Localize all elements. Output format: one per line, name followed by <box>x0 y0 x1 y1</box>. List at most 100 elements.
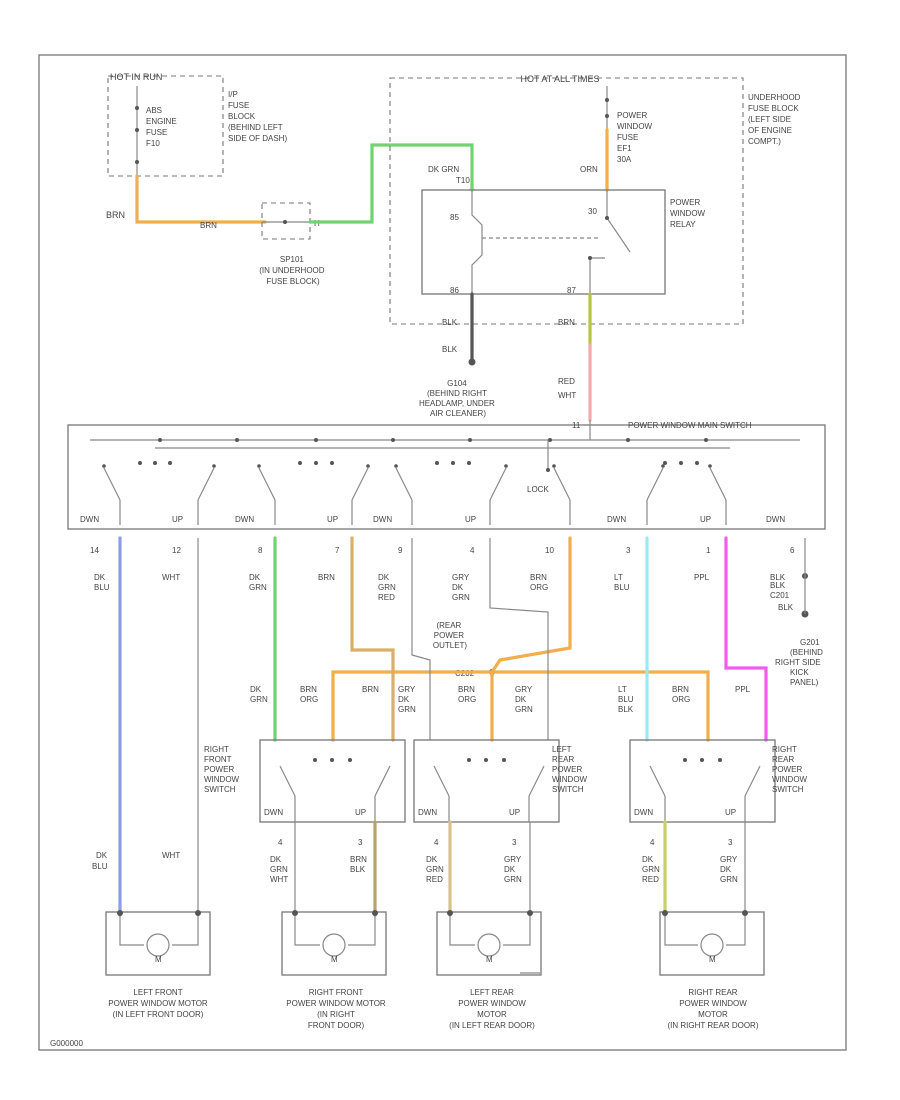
bus-dot <box>626 438 630 442</box>
wire-label-orn: ORN <box>580 165 598 174</box>
ground-label-blk: BLK <box>442 345 458 354</box>
switch-position-label: UP <box>327 515 338 524</box>
wire-label-wht: WHT <box>558 391 576 400</box>
switch-pin-number: 12 <box>172 546 181 555</box>
switch-link-dot <box>138 461 142 465</box>
switch-pin-number: 7 <box>335 546 340 555</box>
door-switch-up: UP <box>725 808 736 817</box>
switch-link-dot <box>330 461 334 465</box>
motor-pin-b: 3 <box>728 838 733 847</box>
relay-label: POWER WINDOW RELAY <box>670 198 707 229</box>
switch-contact-dot <box>257 464 261 468</box>
switch-pin-number: 14 <box>90 546 99 555</box>
switch-link-dot <box>153 461 157 465</box>
switch-contact-arm <box>395 467 413 501</box>
relay-output <box>589 257 605 294</box>
motor-terminal <box>742 910 748 916</box>
switch-contact-dot <box>504 464 508 468</box>
relay-contact-dot <box>605 216 609 220</box>
switch-position-label: UP <box>465 515 476 524</box>
door-switch-up: UP <box>509 808 520 817</box>
main-switch-contacts <box>102 420 727 525</box>
wire-label-red: RED <box>558 377 575 386</box>
motor-housing <box>659 911 765 976</box>
switch-pin-number: 6 <box>790 546 795 555</box>
door-switch-dot <box>484 758 488 762</box>
fuse-dot <box>605 114 609 118</box>
fuse-dot <box>135 128 139 132</box>
switch-position-label: UP <box>700 515 711 524</box>
switch-contact-dot <box>661 464 665 468</box>
ground-g104-label: G104 (BEHIND RIGHT HEADLAMP, UNDER AIR C… <box>419 379 497 418</box>
switch-contact-arm <box>197 467 215 501</box>
switch-contact-arm <box>258 467 276 501</box>
diagram-frame <box>38 54 847 1051</box>
fuse-dot <box>605 98 609 102</box>
ip-fuse-block-label: I/P FUSE BLOCK (BEHIND LEFT SIDE OF DASH… <box>228 90 287 143</box>
sp101-label: SP101 (IN UNDERHOOD FUSE BLOCK) <box>259 255 327 286</box>
door-switch-wire-c: BRN <box>362 685 379 694</box>
footer-code: G000000 <box>50 1039 83 1048</box>
ground-g104-dot <box>468 358 476 366</box>
wire-label-blk-relay: BLK <box>442 318 458 327</box>
motor-housing <box>436 911 542 976</box>
dk-grn-wire <box>308 143 474 224</box>
brn-org-distribution <box>331 670 710 742</box>
lock-label: LOCK <box>527 485 549 494</box>
door-switch-arm <box>433 765 450 797</box>
motor-lead <box>726 915 746 946</box>
door-switch-arm <box>528 765 545 797</box>
abs-fuse-label: ABS ENGINE FUSE F10 <box>146 106 179 148</box>
switch-position-label: DWN <box>373 515 392 524</box>
wire-label-dk-grn: DK GRN <box>428 165 459 174</box>
switch-position-label: DWN <box>766 515 785 524</box>
bus-dot <box>391 438 395 442</box>
power-window-fuse-label: POWER WINDOW FUSE EF1 30A <box>617 111 654 164</box>
switch-pin-number: 4 <box>470 546 475 555</box>
c201-blk-2: BLK <box>778 603 794 612</box>
motor-lead <box>119 915 144 946</box>
switch-position-label: DWN <box>235 515 254 524</box>
relay-pin-85: 85 <box>450 213 459 222</box>
motor-terminal <box>662 910 668 916</box>
door-switch-dot <box>348 758 352 762</box>
switch-link-dot <box>451 461 455 465</box>
switch-position-label: DWN <box>80 515 99 524</box>
relay-pin-top: T10 <box>456 176 470 185</box>
lf-motor-wire-a: DK BLU <box>92 851 109 871</box>
motor-symbol <box>700 933 724 957</box>
switch-link-dot <box>314 461 318 465</box>
fuse-dot <box>135 160 139 164</box>
door-switch-dwn: DWN <box>418 808 437 817</box>
door-switch-body <box>259 739 406 823</box>
fuse-dot <box>135 106 139 110</box>
door-switch-dwn: DWN <box>264 808 283 817</box>
door-switch-arm <box>649 765 666 797</box>
door-switch-dot <box>502 758 506 762</box>
door-switch-arm <box>374 765 391 797</box>
underhood-fuse-block-outline <box>389 77 744 325</box>
bus-dot <box>468 438 472 442</box>
door-switch-dot <box>330 758 334 762</box>
main-switch-title: POWER WINDOW MAIN SWITCH <box>628 421 752 430</box>
